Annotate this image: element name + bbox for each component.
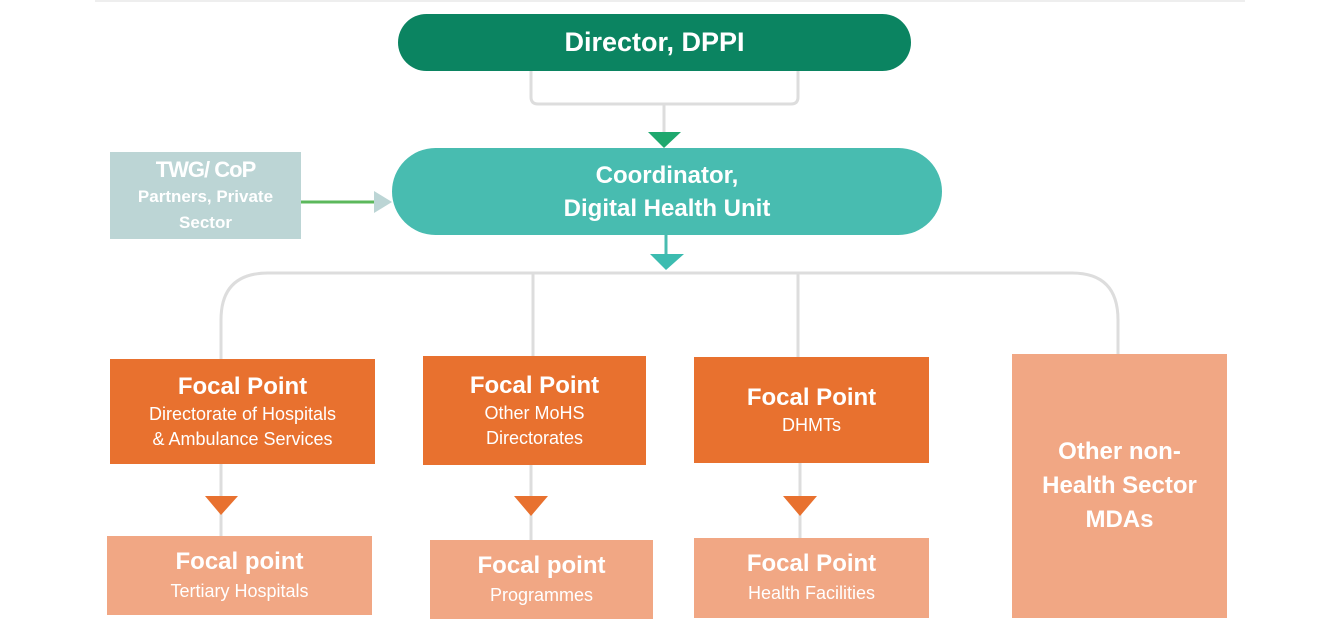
focal-point-subtitle-line-2: Directorates [485, 427, 584, 448]
coordinator-node: Coordinator, Digital Health Unit [392, 148, 942, 235]
green-arrow-icon [648, 132, 681, 148]
focal-point-hospitals-node: Focal Point Directorate of Hospitals & A… [110, 359, 375, 464]
focal-point-directorates-node: Focal Point Other MoHS Directorates [423, 356, 646, 465]
other-mdas-node: Other non- Health Sector MDAs [1012, 354, 1227, 618]
top-divider [95, 0, 1245, 2]
twg-title: TWG/ CoP [155, 156, 257, 182]
other-mdas-line-3: MDAs [1085, 506, 1154, 533]
focal-point-tertiary-hospitals-node: Focal point Tertiary Hospitals [107, 536, 372, 615]
focal-point-health-facilities-node: Focal Point Health Facilities [694, 538, 929, 618]
director-node: Director, DPPI [398, 14, 911, 71]
focal-point-subtitle-line-1: Directorate of Hospitals [148, 403, 337, 424]
twg-line-2: Sector [179, 212, 232, 232]
focal-point-title: Focal Point [177, 372, 308, 400]
sub-focal-point-subtitle: Tertiary Hospitals [170, 580, 309, 601]
orange-arrow-icon [514, 496, 548, 516]
twg-arrow-icon [374, 191, 392, 213]
sub-focal-point-title: Focal Point [746, 550, 877, 577]
teal-arrow-icon [650, 254, 684, 270]
director-title: Director, DPPI [564, 27, 745, 57]
coordinator-line-2: Digital Health Unit [563, 194, 771, 222]
focal-point-subtitle-line-1: DHMTs [782, 414, 841, 435]
twg-node: TWG/ CoP Partners, Private Sector [110, 152, 301, 239]
sub-focal-point-title: Focal point [477, 551, 606, 579]
focal-point-subtitle-line-1: Other MoHS [484, 402, 585, 423]
branch-bracket-line [219, 271, 1120, 359]
twg-line-1: Partners, Private [137, 186, 274, 206]
other-mdas-line-1: Other non- [1058, 438, 1181, 465]
sub-focal-point-title: Focal point [175, 547, 304, 575]
orange-arrow-icon [783, 496, 817, 516]
coordinator-line-1: Coordinator, [595, 161, 739, 189]
focal-point-dhmts-node: Focal Point DHMTs [694, 357, 929, 463]
director-bracket-line [529, 71, 800, 106]
focal-point-title: Focal Point [469, 371, 600, 399]
focal-point-programmes-node: Focal point Programmes [430, 540, 653, 619]
sub-focal-point-subtitle: Programmes [489, 584, 594, 605]
sub-focal-point-subtitle: Health Facilities [747, 583, 876, 603]
orange-arrow-icon [205, 496, 238, 515]
focal-point-subtitle-line-2: & Ambulance Services [152, 428, 333, 449]
focal-point-title: Focal Point [746, 383, 877, 411]
other-mdas-line-2: Health Sector [1042, 472, 1197, 499]
